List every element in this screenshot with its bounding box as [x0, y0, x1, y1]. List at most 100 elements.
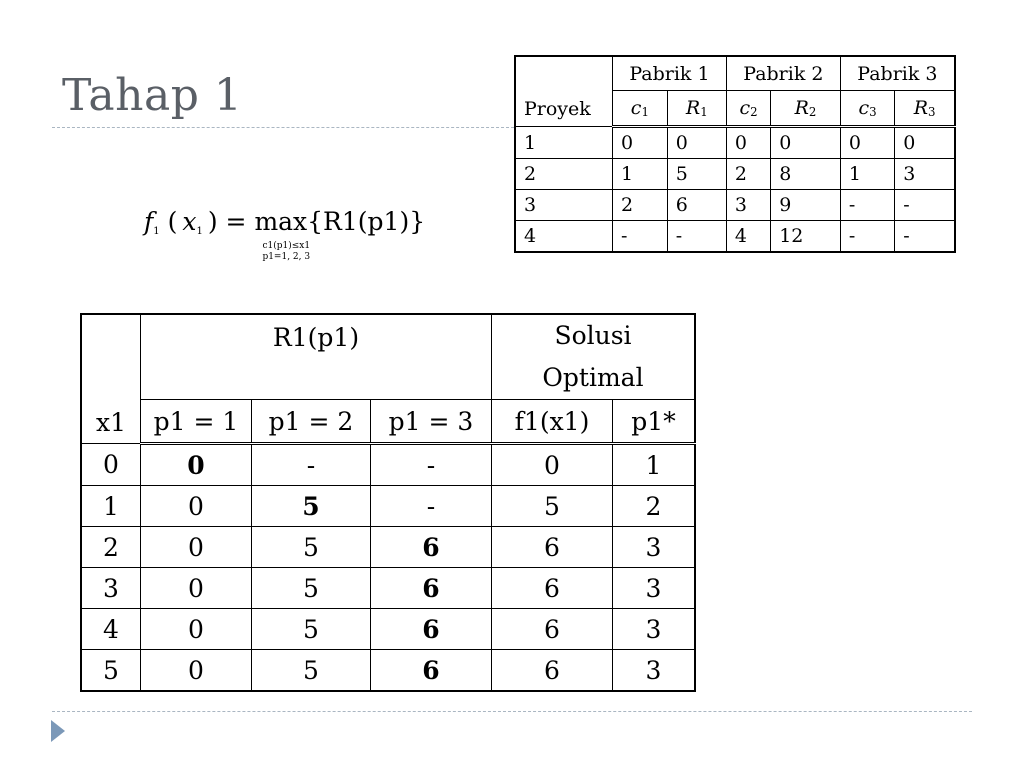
table-cell: 2	[514, 158, 613, 190]
table-cell: 8	[770, 158, 841, 190]
p1-eq-3-cell: 6	[370, 567, 492, 609]
table-cell: 0	[839, 126, 896, 159]
table-cell: 9	[770, 189, 841, 221]
table-cell: -	[839, 220, 896, 253]
r1-header: R1(p1)	[140, 313, 492, 400]
table-row: 4 - - 4 12 - -	[514, 220, 956, 253]
formula-max-word: max	[254, 207, 308, 236]
table-cell: -	[666, 220, 727, 253]
project-table-header-row: Proyek Pabrik 1 Pabrik 2 Pabrik 3	[514, 55, 956, 127]
table-cell: 4	[725, 220, 772, 253]
table-row: 3 2 6 3 9 - -	[514, 189, 956, 221]
x1-cell: 0	[80, 443, 141, 486]
table-cell: -	[894, 189, 956, 221]
table-cell: 0	[612, 126, 668, 159]
p1-star-cell: 3	[612, 608, 696, 650]
table-cell: 5	[666, 158, 727, 190]
p1-eq-2-cell: 5	[251, 608, 371, 650]
f1-cell: 5	[491, 485, 613, 527]
table-cell: 2	[612, 189, 668, 221]
p1-star-cell: 3	[612, 649, 696, 692]
x1-cell: 4	[80, 608, 141, 650]
table-cell: -	[839, 189, 896, 221]
p1-eq-1-cell: 0	[140, 649, 252, 692]
table-cell: 0	[770, 126, 841, 159]
factory-header-3: Pabrik 3	[839, 55, 956, 91]
x1-cell: 5	[80, 649, 141, 692]
x1-cell: 2	[80, 526, 141, 568]
x1-cell: 1	[80, 485, 141, 527]
table-cell: 0	[666, 126, 727, 159]
table-cell: 6	[666, 189, 727, 221]
sub-header-p1-star: p1*	[612, 399, 696, 445]
slide-title: Tahap 1	[62, 70, 243, 121]
p1-eq-3-cell: 6	[370, 608, 492, 650]
table-cell: -	[612, 220, 668, 253]
p1-eq-2-cell: 5	[251, 485, 371, 527]
table-row: 2 1 5 2 8 1 3	[514, 158, 956, 190]
sub-header-c1: c1	[612, 90, 668, 128]
x1-cell: 3	[80, 567, 141, 609]
p1-eq-3-cell: -	[370, 443, 492, 486]
sub-header-r2: R2	[770, 90, 841, 128]
project-table-subheader-row: c1 R1 c2 R2 c3 R3	[515, 90, 956, 128]
sub-header-c3: c3	[839, 90, 896, 128]
p1-eq-3-cell: 6	[370, 526, 492, 568]
formula-limit-2: p1=1, 2, 3	[262, 252, 311, 262]
formula-body: {R1(p1)}	[307, 207, 426, 236]
table-row: 5 0 5 6 6 3	[80, 649, 696, 692]
project-table: Proyek Pabrik 1 Pabrik 2 Pabrik 3 c1 R1 …	[514, 55, 956, 253]
sub-header-p1-eq-1: p1 = 1	[140, 399, 252, 445]
p1-star-cell: 3	[612, 526, 696, 568]
table-cell: 0	[894, 126, 956, 159]
f1-cell: 6	[491, 567, 613, 609]
sub-header-r3: R3	[894, 90, 956, 128]
sub-header-f1: f1(x1)	[491, 399, 613, 445]
p1-star-cell: 1	[612, 443, 696, 486]
p1-star-cell: 2	[612, 485, 696, 527]
table-cell: 0	[725, 126, 772, 159]
table-cell: 2	[725, 158, 772, 190]
table-row: 3 0 5 6 6 3	[80, 567, 696, 609]
formula-limit-1: c1(p1)≤x1	[262, 241, 311, 251]
proyek-header: Proyek	[514, 55, 613, 127]
p1-eq-3-cell: -	[370, 485, 492, 527]
f1-cell: 0	[491, 443, 613, 486]
sub-header-p1-eq-3: p1 = 3	[370, 399, 492, 445]
p1-eq-1-cell: 0	[140, 443, 252, 486]
table-cell: 12	[770, 220, 841, 253]
p1-eq-2-cell: 5	[251, 649, 371, 692]
table-cell: 1	[839, 158, 896, 190]
table-row: 2 0 5 6 6 3	[80, 526, 696, 568]
table-row: 1 0 0 0 0 0 0	[514, 126, 956, 159]
table-row: 1 0 5 - 5 2	[80, 485, 696, 527]
solution-header-line2: Optimal	[542, 363, 644, 392]
sub-header-r1: R1	[666, 90, 727, 128]
p1-eq-2-cell: 5	[251, 526, 371, 568]
p1-eq-1-cell: 0	[140, 526, 252, 568]
formula-x-sub: 1	[196, 226, 203, 237]
p1-eq-1-cell: 0	[140, 567, 252, 609]
f1-cell: 6	[491, 649, 613, 692]
f1-cell: 6	[491, 526, 613, 568]
p1-eq-1-cell: 0	[140, 485, 252, 527]
p1-star-cell: 3	[612, 567, 696, 609]
f1-cell: 6	[491, 608, 613, 650]
formula-f-sub: 1	[153, 226, 160, 237]
p1-eq-3-cell: 6	[370, 649, 492, 692]
table-cell: 3	[725, 189, 772, 221]
table-row: 4 0 5 6 6 3	[80, 608, 696, 650]
formula-x: x	[182, 207, 197, 236]
formula-equals: =	[225, 207, 247, 236]
sub-header-p1-eq-2: p1 = 2	[251, 399, 371, 445]
sub-header-c2: c2	[725, 90, 772, 128]
solution-header-line1: Solusi	[554, 321, 632, 350]
x1-header: x1	[80, 313, 141, 444]
table-cell: 1	[514, 126, 613, 159]
